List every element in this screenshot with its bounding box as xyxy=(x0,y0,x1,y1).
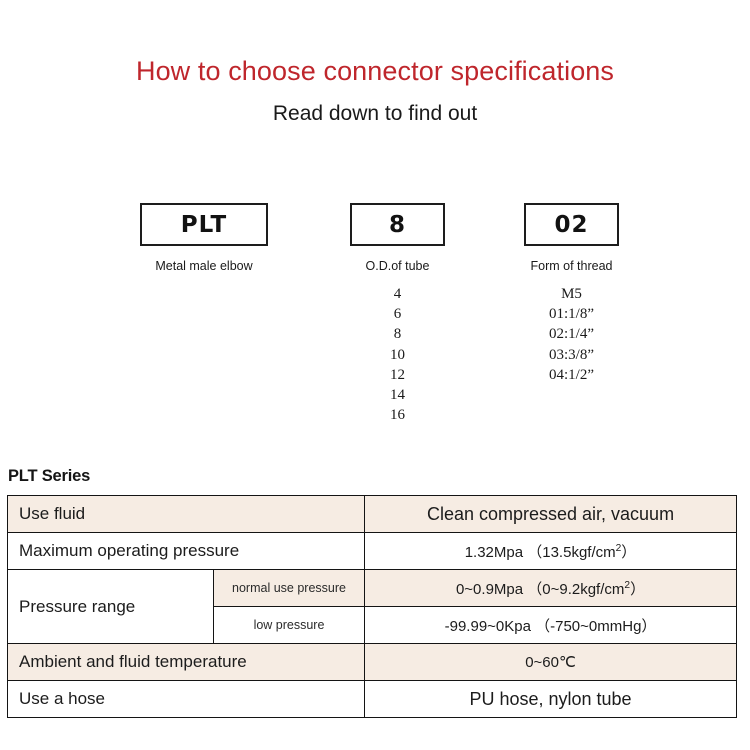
value-text: 1.32Mpa （13.5kgf/cm xyxy=(464,543,616,561)
value-superscript: 2 xyxy=(615,542,622,554)
page-subtitle: Read down to find out xyxy=(272,102,478,125)
option-list-thread: M5 01:1/8” 02:1/4” 03:3/8” 04:1/2” xyxy=(524,284,619,385)
series-heading: PLT Series xyxy=(8,467,91,485)
option-item: 6 xyxy=(393,306,402,323)
row-value-normal-use-pressure: 0~0.9Mpa （0~9.2kgf/cm2） xyxy=(364,569,738,607)
table-row: Ambient and fluid temperature 0~60℃ xyxy=(6,643,738,681)
part-number-selector: PLT Metal male elbow 8 O.D.of tube 4 6 8… xyxy=(0,203,750,443)
row-label-max-pressure: Maximum operating pressure xyxy=(6,532,366,570)
row-value-max-pressure: 1.32Mpa （13.5kgf/cm2） xyxy=(364,532,738,570)
selector-segment-tube-size: 8 O.D.of tube 4 6 8 10 12 14 16 xyxy=(350,203,445,425)
option-item: 01:1/8” xyxy=(549,306,594,323)
page-title: How to choose connector specifications xyxy=(135,56,615,86)
value-superscript: 2 xyxy=(624,579,631,591)
row-value-use-fluid: Clean compressed air, vacuum xyxy=(364,495,738,533)
value-text: 0~0.9Mpa （0~9.2kgf/cm xyxy=(455,580,625,598)
option-item: 10 xyxy=(390,346,405,363)
row-sublabel-normal-use-pressure: normal use pressure xyxy=(212,569,366,607)
option-item: 4 xyxy=(393,286,402,302)
code-box-prefix: PLT xyxy=(140,203,268,246)
option-item: 16 xyxy=(390,407,405,424)
option-item: 8 xyxy=(393,326,402,343)
value-text-suffix: ） xyxy=(630,580,646,598)
caption-tube-size: O.D.of tube xyxy=(365,259,430,273)
table-row: Use fluid Clean compressed air, vacuum xyxy=(6,495,738,533)
table-row: Pressure range normal use pressure 0~0.9… xyxy=(7,569,738,644)
row-label-temperature: Ambient and fluid temperature xyxy=(6,643,366,681)
caption-prefix: Metal male elbow xyxy=(155,259,253,273)
row-value-use-a-hose: PU hose, nylon tube xyxy=(364,680,738,718)
code-value-thread: 02 xyxy=(554,211,589,238)
option-item: M5 xyxy=(561,286,582,302)
option-item: 04:1/2” xyxy=(549,366,594,383)
row-label-use-a-hose: Use a hose xyxy=(6,680,366,718)
code-value-tube-size: 8 xyxy=(388,211,406,238)
row-sublabel-low-pressure: low pressure xyxy=(212,606,366,644)
value-text-suffix: ） xyxy=(621,543,637,561)
code-box-thread: 02 xyxy=(524,203,619,246)
code-value-prefix: PLT xyxy=(180,211,228,238)
option-item: 02:1/4” xyxy=(549,326,594,343)
code-box-tube-size: 8 xyxy=(350,203,445,246)
table-row: Use a hose PU hose, nylon tube xyxy=(6,680,738,718)
option-item: 03:3/8” xyxy=(549,346,594,363)
row-label-pressure-range: Pressure range xyxy=(7,569,214,644)
option-item: 14 xyxy=(390,387,405,404)
row-label-use-fluid: Use fluid xyxy=(6,495,366,533)
row-value-low-pressure: -99.99~0Kpa （-750~0mmHg） xyxy=(364,606,738,644)
table-row: Maximum operating pressure 1.32Mpa （13.5… xyxy=(6,532,738,570)
row-value-temperature: 0~60℃ xyxy=(364,643,738,681)
selector-segment-thread: 02 Form of thread M5 01:1/8” 02:1/4” 03:… xyxy=(524,203,619,385)
option-list-tube-size: 4 6 8 10 12 14 16 xyxy=(350,284,445,425)
specification-table: Use fluid Clean compressed air, vacuum M… xyxy=(6,495,738,718)
selector-segment-prefix: PLT Metal male elbow xyxy=(140,203,268,284)
caption-thread: Form of thread xyxy=(530,259,613,273)
option-item: 12 xyxy=(390,366,405,383)
